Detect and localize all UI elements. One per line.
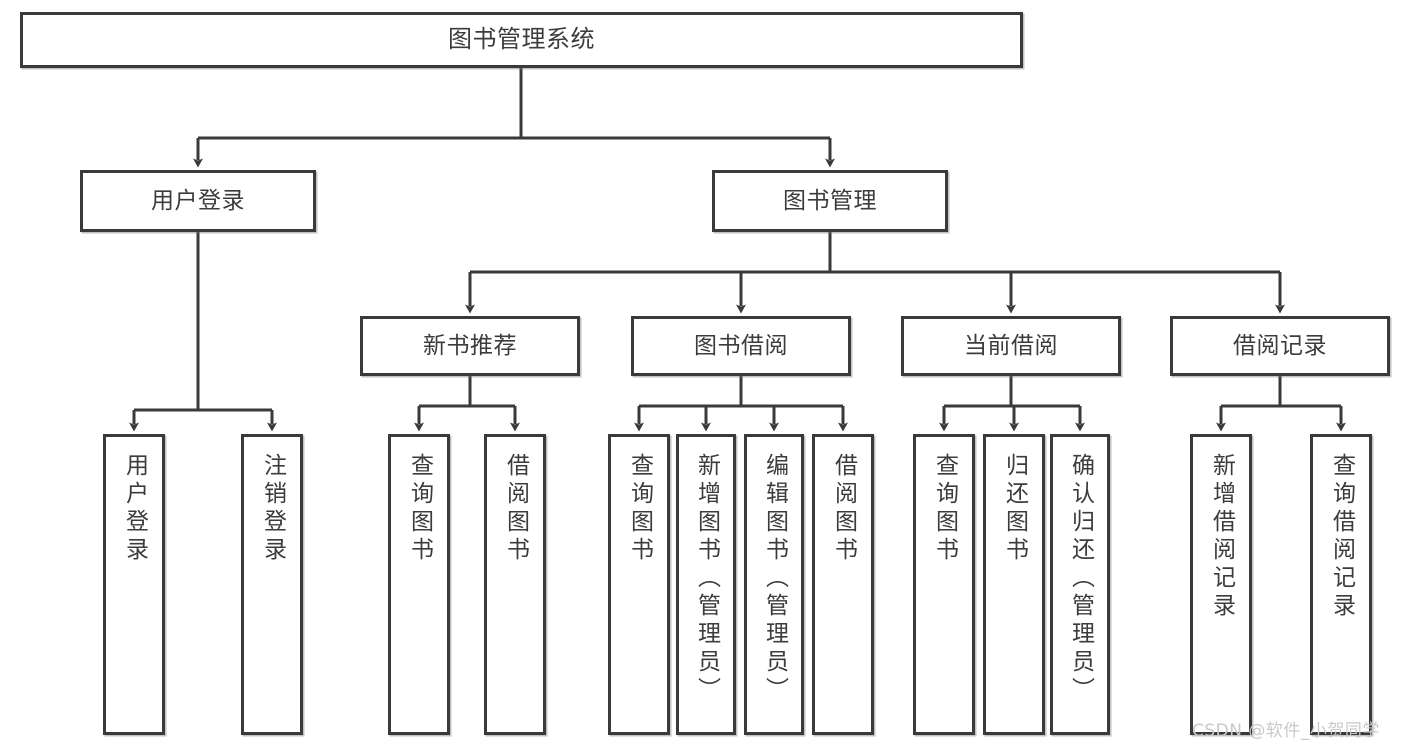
node-book-borrow[interactable]: 图书借阅 [631, 316, 851, 376]
node-new-book-recommend[interactable]: 新书推荐 [360, 316, 580, 376]
node-book-manage[interactable]: 图书管理 [712, 170, 948, 232]
node-leaf-user-logout[interactable]: 注销登录 [241, 434, 303, 735]
node-current-borrow[interactable]: 当前借阅 [901, 316, 1121, 376]
node-label: 注销登录 [259, 453, 286, 565]
node-leaf-return-book[interactable]: 归还图书 [983, 434, 1045, 735]
node-label: 当前借阅 [964, 332, 1058, 359]
node-label: 新增图书（管理员） [693, 453, 720, 705]
node-leaf-user-login[interactable]: 用户登录 [103, 434, 165, 735]
node-label: 查询图书 [931, 453, 958, 565]
node-label: 借阅图书 [502, 453, 529, 565]
node-label: 用户登录 [121, 453, 148, 565]
node-leaf-borrow-book-2[interactable]: 借阅图书 [812, 434, 874, 735]
node-label: 借阅图书 [830, 453, 857, 565]
node-leaf-query-book-2[interactable]: 查询图书 [608, 434, 670, 735]
node-label: 编辑图书（管理员） [761, 453, 788, 705]
node-borrow-record[interactable]: 借阅记录 [1170, 316, 1390, 376]
node-leaf-borrow-book-1[interactable]: 借阅图书 [484, 434, 546, 735]
node-label: 图书管理系统 [448, 25, 595, 54]
node-label: 图书管理 [783, 187, 877, 214]
node-leaf-add-borrow-record[interactable]: 新增借阅记录 [1190, 434, 1252, 735]
node-label: 归还图书 [1001, 453, 1028, 565]
node-label: 新增借阅记录 [1208, 453, 1235, 621]
node-label: 查询图书 [626, 453, 653, 565]
node-root-system[interactable]: 图书管理系统 [20, 12, 1023, 68]
node-leaf-query-book-3[interactable]: 查询图书 [913, 434, 975, 735]
node-label: 新书推荐 [423, 332, 517, 359]
node-leaf-query-borrow-record[interactable]: 查询借阅记录 [1310, 434, 1372, 735]
node-label: 确认归还（管理员） [1067, 453, 1094, 705]
node-leaf-edit-book[interactable]: 编辑图书（管理员） [744, 434, 804, 735]
node-label: 查询借阅记录 [1328, 453, 1355, 621]
node-user-login[interactable]: 用户登录 [80, 170, 316, 232]
node-label: 用户登录 [151, 187, 245, 214]
node-label: 图书借阅 [694, 332, 788, 359]
node-label: 借阅记录 [1233, 332, 1327, 359]
node-leaf-confirm-return[interactable]: 确认归还（管理员） [1050, 434, 1110, 735]
node-label: 查询图书 [406, 453, 433, 565]
node-leaf-query-book-1[interactable]: 查询图书 [388, 434, 450, 735]
watermark-credit: CSDN @软件_小贺同学 [1192, 721, 1380, 741]
node-leaf-add-book[interactable]: 新增图书（管理员） [676, 434, 736, 735]
